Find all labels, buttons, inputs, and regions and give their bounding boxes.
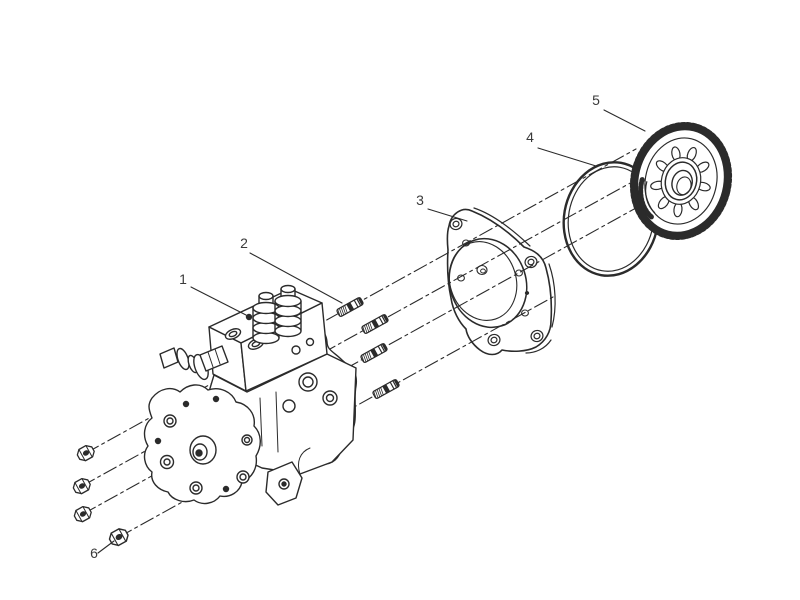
- nut: [108, 528, 129, 547]
- nuts: [72, 444, 129, 547]
- callout-label-5: 5: [592, 92, 600, 108]
- mounting-plate: [446, 207, 556, 356]
- leader-4: [537, 147, 597, 167]
- nut: [73, 505, 92, 523]
- timing-gear: [629, 121, 733, 241]
- stud: [360, 343, 388, 363]
- callout-label-6: 6: [90, 545, 98, 561]
- leader-lines: [97, 109, 646, 554]
- gear-pinion-teeth: [638, 177, 656, 220]
- callout-label-4: 4: [526, 129, 534, 145]
- nut: [76, 444, 95, 462]
- studs: [336, 297, 400, 399]
- gear-teeth: [629, 121, 733, 241]
- stud: [336, 297, 364, 317]
- leader-5: [603, 109, 646, 132]
- leader-1: [190, 286, 247, 316]
- nut: [72, 477, 91, 495]
- injection-pump: [143, 284, 358, 506]
- callout-label-3: 3: [416, 192, 424, 208]
- callout-label-1: 1: [179, 271, 187, 287]
- plate-outline: [446, 208, 553, 356]
- stud: [361, 314, 389, 334]
- leader-2: [249, 252, 343, 304]
- stud: [372, 379, 400, 399]
- callout-label-2: 2: [240, 235, 248, 251]
- leader-6: [97, 540, 115, 554]
- pump-front-flange: [143, 384, 261, 505]
- plate-corner-holes: [449, 217, 544, 347]
- pump-side-plug: [159, 345, 229, 381]
- pump-fitting-front: [252, 291, 280, 345]
- pump-fitting-rear: [274, 284, 302, 338]
- leader-3: [427, 208, 468, 222]
